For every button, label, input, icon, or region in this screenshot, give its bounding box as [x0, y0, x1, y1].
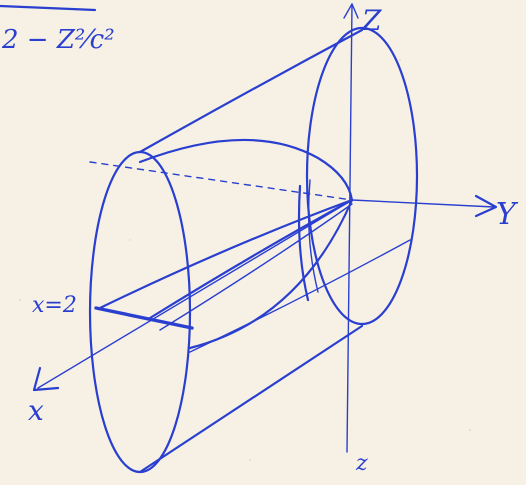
inner-surface	[98, 138, 354, 350]
upper-arc	[138, 138, 354, 202]
formula-fragment: 2 − Z²⁄c²	[0, 4, 115, 55]
ridge-line-low	[159, 203, 353, 331]
inner-vertical-2	[307, 179, 319, 293]
z-axis-line	[346, 3, 353, 453]
cylinder	[88, 26, 419, 474]
x2-section: x=2	[32, 293, 194, 330]
ridge-line-top	[98, 198, 354, 310]
y-axis-arrow	[474, 194, 498, 218]
ridge-line-mid	[148, 198, 354, 320]
x2-label: x=2	[32, 293, 77, 318]
bottom-silhouette	[138, 324, 364, 474]
front-ellipse	[88, 150, 192, 474]
axis-z-bottom-label: z	[355, 451, 368, 476]
x-axis-arrow	[32, 366, 60, 392]
y-axis-line	[351, 199, 495, 208]
lower-arc	[188, 198, 354, 350]
axis-x-label: x	[28, 394, 44, 427]
x2-plane-line	[94, 306, 194, 330]
top-silhouette	[138, 28, 364, 154]
z-axis-arrow	[343, 3, 359, 19]
paper-specks	[19, 39, 471, 461]
axes	[32, 3, 498, 453]
axis-y-label: Y	[496, 197, 519, 232]
x-axis-line	[37, 199, 353, 389]
hidden-axis-line	[89, 161, 353, 201]
back-ellipse	[305, 26, 419, 326]
formula-text: 2 − Z²⁄c²	[1, 25, 115, 55]
inner-vertical	[297, 184, 310, 302]
axis-z-top-label: Z	[361, 4, 382, 37]
